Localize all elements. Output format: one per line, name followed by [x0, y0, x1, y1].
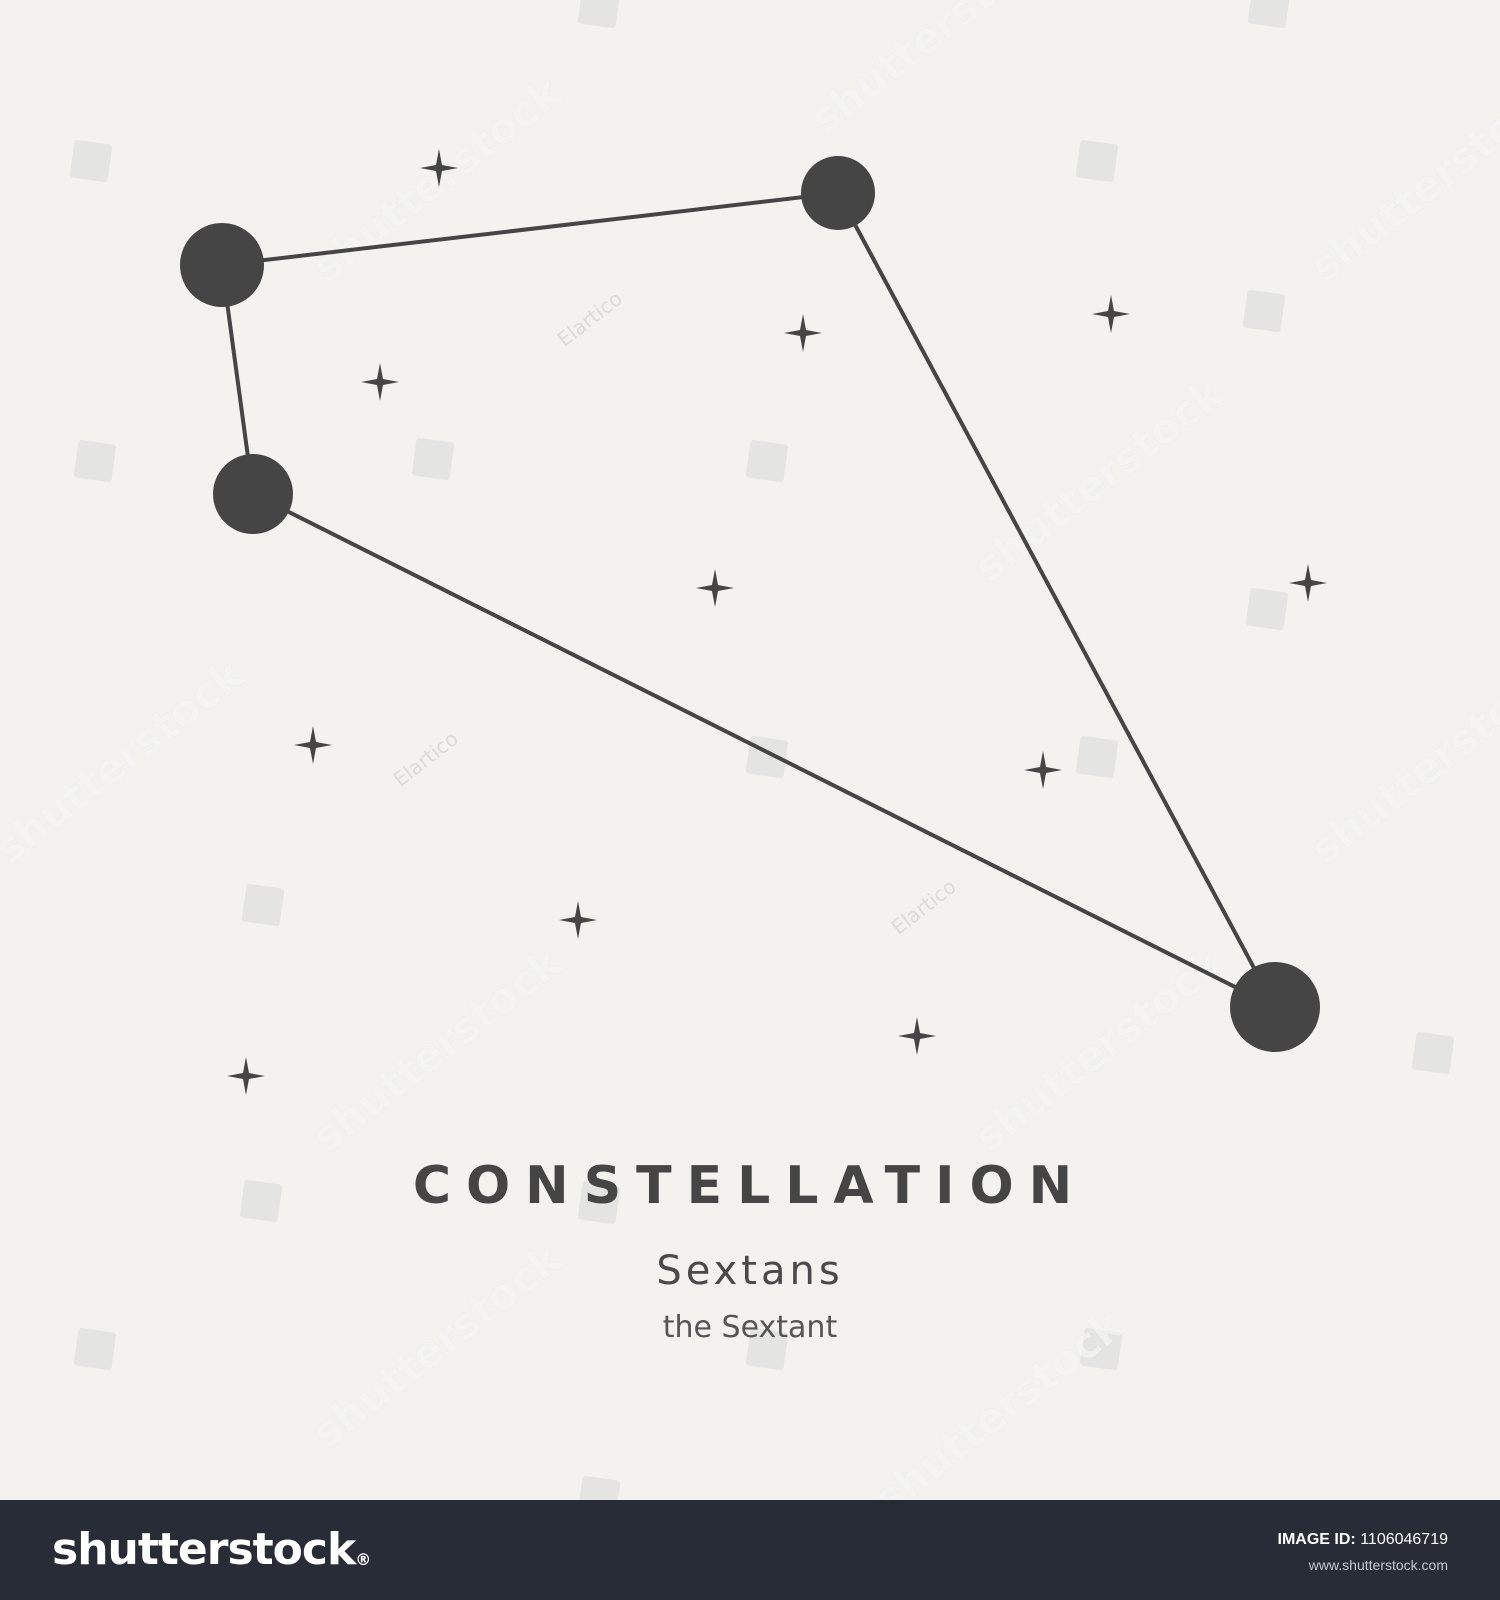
logo-text: shutterstock	[52, 1524, 356, 1575]
constellation-name: Sextans	[656, 1248, 844, 1294]
constellation-line	[251, 492, 1277, 1009]
shutterstock-logo: shutterstock®	[52, 1522, 371, 1578]
sparkle-icon	[559, 901, 597, 939]
sparkle-icon	[1289, 564, 1327, 602]
constellation-star	[213, 454, 293, 534]
constellation-star	[1230, 962, 1320, 1052]
sparkle-icon	[696, 569, 734, 607]
constellation-caption: the Sextant	[662, 1310, 838, 1345]
background-sparkles	[227, 149, 1327, 1095]
constellation-artboard: shutterstock shutterstock shutterstock s…	[0, 0, 1500, 1500]
constellation-stars	[180, 156, 1320, 1052]
sparkle-icon	[898, 1017, 936, 1055]
registered-mark: ®	[355, 1550, 371, 1569]
image-id: IMAGE ID: 1106046719	[1278, 1530, 1448, 1550]
sparkle-icon	[420, 149, 458, 187]
image-id-label: IMAGE ID:	[1277, 1531, 1356, 1548]
sparkle-icon	[227, 1057, 265, 1095]
image-id-value: 1106046719	[1360, 1531, 1448, 1548]
sparkle-icon	[784, 314, 822, 352]
constellation-figure	[180, 149, 1327, 1095]
constellation-title: CONSTELLATION	[412, 1156, 1088, 1216]
stock-footer-bar: shutterstock® IMAGE ID: 1106046719 www.s…	[0, 1500, 1500, 1600]
footer-url: www.shutterstock.com	[1308, 1557, 1448, 1573]
constellation-line	[836, 191, 1277, 1009]
sparkle-icon	[1092, 295, 1130, 333]
sparkle-icon	[294, 726, 332, 764]
sparkle-icon	[361, 363, 399, 401]
constellation-star	[801, 156, 875, 230]
constellation-line	[220, 191, 840, 267]
sparkle-icon	[1024, 751, 1062, 789]
constellation-star	[180, 223, 264, 307]
